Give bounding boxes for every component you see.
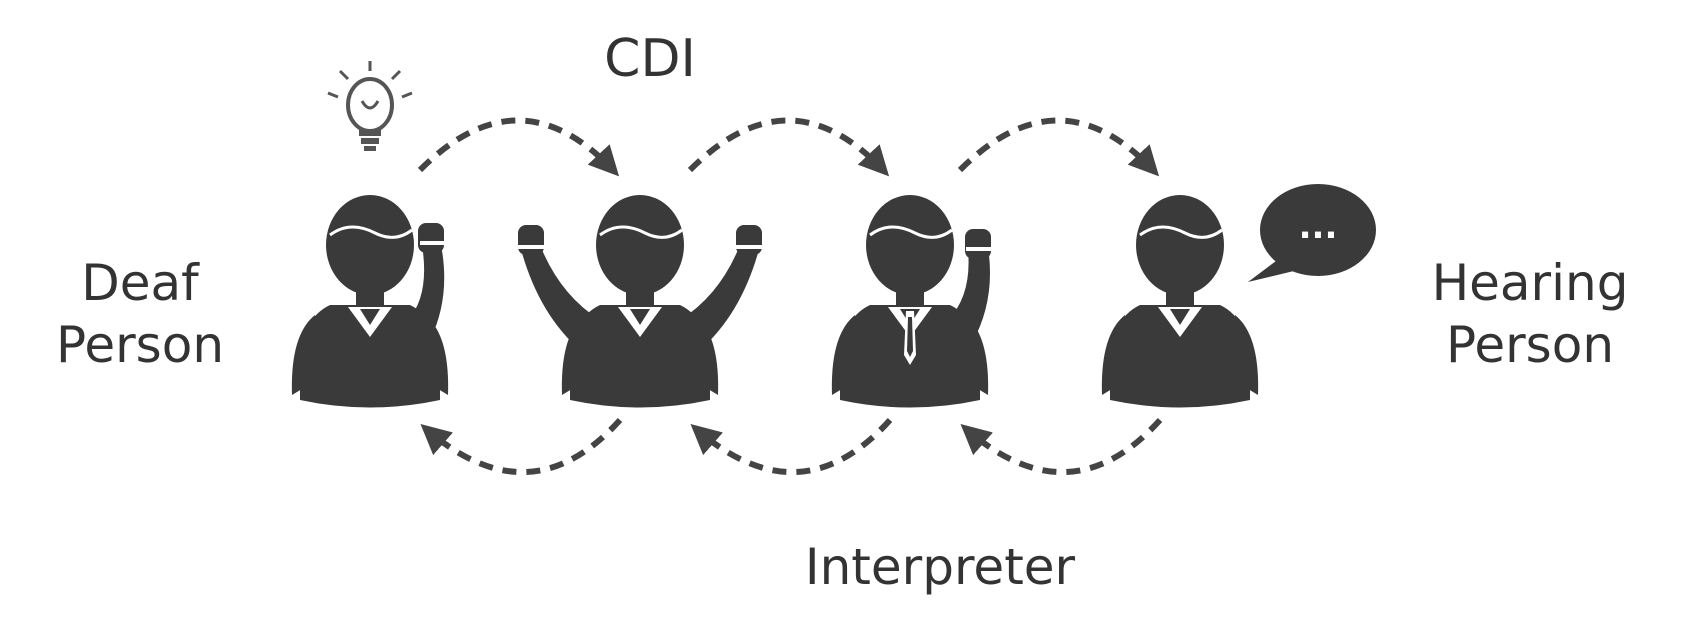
arrow-interpreter-to-hearing: [957, 117, 1160, 177]
hearing-person-label-line1: Hearing: [1431, 254, 1629, 312]
interpreter-label: Interpreter: [804, 538, 1076, 596]
hearing-person-label: Hearing Person: [1400, 252, 1660, 376]
speech-bubble-text: ...: [1299, 207, 1338, 247]
hearing-person-label-line2: Person: [1445, 316, 1615, 374]
arrow-hearing-to-interpreter: [960, 417, 1163, 475]
arrow-interpreter-to-cdi: [690, 417, 893, 475]
hearing-person-icon: [1100, 193, 1260, 409]
forward-arrows: [417, 117, 1160, 177]
arrow-cdi-to-deaf: [420, 417, 623, 475]
speech-bubble-icon: ...: [1248, 184, 1376, 282]
return-arrows: [420, 417, 1163, 475]
deaf-person-label-line2: Person: [55, 316, 225, 374]
deaf-person-label-line1: Deaf: [81, 254, 199, 312]
deaf-person-icon: [290, 193, 450, 409]
deaf-person-label: Deaf Person: [30, 252, 250, 376]
interpreter-person-icon: [830, 193, 992, 409]
lightbulb-icon: [327, 61, 413, 151]
cdi-label: CDI: [604, 29, 696, 89]
arrow-deaf-to-cdi: [417, 117, 620, 177]
cdi-person-icon: [518, 193, 762, 409]
arrow-cdi-to-interpreter: [687, 117, 890, 177]
